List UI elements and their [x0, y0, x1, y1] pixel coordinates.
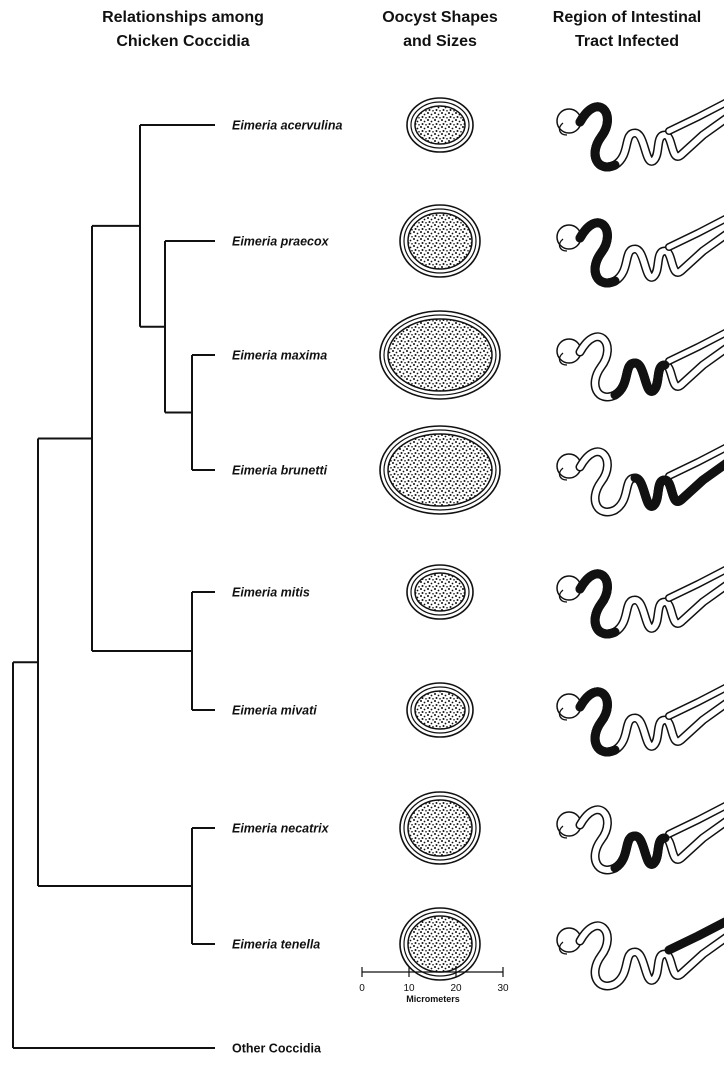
infected-region	[580, 692, 615, 752]
species-label: Eimeria tenella	[232, 938, 320, 952]
phylogenetic-tree	[13, 125, 215, 1048]
oocyst-drawing	[400, 908, 480, 980]
oocyst-drawing	[400, 205, 480, 277]
infected-region	[615, 363, 665, 395]
scale-tick-30: 30	[497, 983, 509, 994]
infected-region	[580, 574, 615, 634]
oocyst-column	[380, 98, 500, 980]
oocyst-drawing	[380, 426, 500, 514]
intestinal-tract-drawing	[557, 103, 724, 167]
intestinal-tract-drawing	[557, 448, 724, 512]
intestinal-tract-drawing	[557, 688, 724, 752]
intestinal-tract-drawing	[557, 333, 724, 397]
scale-tick-10: 10	[403, 983, 415, 994]
intestinal-tract-drawing	[557, 219, 724, 283]
oocyst-drawing	[400, 792, 480, 864]
species-label: Eimeria brunetti	[232, 464, 328, 478]
species-label: Eimeria praecox	[232, 235, 330, 249]
oocyst-drawing	[407, 683, 473, 737]
oocyst-drawing	[407, 565, 473, 619]
infected-region	[615, 836, 665, 868]
outgroup-label: Other Coccidia	[232, 1042, 322, 1056]
infected-region	[580, 107, 615, 167]
scale-title: Micrometers	[406, 994, 460, 1004]
oocyst-drawing	[380, 311, 500, 399]
scale-tick-20: 20	[450, 983, 462, 994]
scale-tick-0: 0	[359, 983, 365, 994]
species-label: Eimeria acervulina	[232, 119, 343, 133]
intestinal-tract-drawing	[557, 922, 724, 986]
species-label: Eimeria maxima	[232, 349, 327, 363]
intestinal-tract-drawing	[557, 806, 724, 870]
species-label: Eimeria mitis	[232, 586, 310, 600]
oocyst-drawing	[407, 98, 473, 152]
micrometer-scale-bar: 0 10 20 30 Micrometers	[359, 967, 509, 1004]
intestinal-tract-column	[557, 103, 724, 986]
intestinal-tract-drawing	[557, 570, 724, 634]
species-label: Eimeria necatrix	[232, 822, 330, 836]
species-label: Eimeria mivati	[232, 704, 317, 718]
infected-region	[580, 223, 615, 283]
